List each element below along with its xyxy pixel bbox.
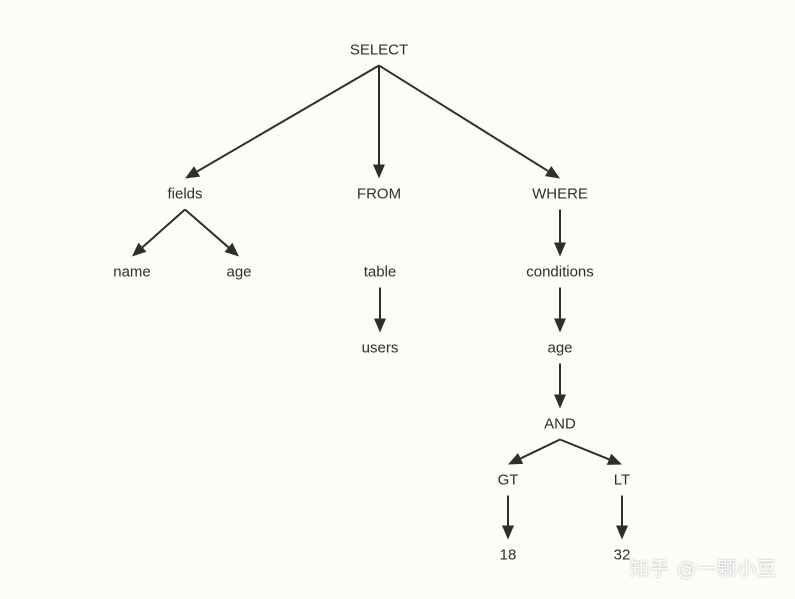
arrowhead-icon [554,242,566,257]
node-conditions: conditions [526,263,594,281]
edge-lt-to-v32 [616,495,628,540]
arrowhead-icon [616,525,628,540]
arrowhead-icon [554,318,566,333]
edge-where-to-conditions [554,209,566,257]
node-age-field: age [226,263,252,281]
node-lt: LT [613,471,631,489]
arrowhead-icon [544,165,560,179]
edge-and-to-gt [508,438,561,465]
node-table: table [363,263,397,281]
edge-and-to-lt [559,438,622,465]
edge-line [196,64,380,173]
arrowhead-icon [554,394,566,409]
arrowhead-icon [502,525,514,540]
node-fields: fields [167,185,203,203]
arrowhead-icon [508,453,524,465]
arrowhead-icon [185,166,201,179]
edge-select-to-where [378,64,560,179]
node-from: FROM [356,185,402,203]
node-users: users [361,339,399,357]
arrowhead-icon [374,318,386,333]
node-value-18: 18 [499,546,517,564]
arrowhead-icon [132,242,147,257]
node-name: name [113,263,151,281]
edge-line [520,438,561,460]
edge-table-to-users [374,287,386,333]
arrowhead-icon [373,164,385,179]
node-where: WHERE [532,185,588,203]
edge-fields-to-name [132,208,186,257]
arrowhead-icon [606,453,622,465]
edge-select-to-from [373,65,385,179]
edge-fields-to-age_field [184,208,239,257]
edge-gt-to-v18 [502,495,514,540]
edge-line [378,64,549,172]
edge-line [141,208,186,248]
edge-select-to-fields [185,64,380,179]
node-and: AND [544,415,576,433]
arrowhead-icon [224,242,239,257]
edge-line [559,438,610,461]
node-select: SELECT [349,41,409,59]
edge-age_cond-to-and [554,363,566,409]
node-value-32: 32 [613,546,631,564]
watermark: 知乎 @一颗小豆 [629,558,777,580]
node-gt: GT [497,471,519,489]
edge-conditions-to-age_cond [554,287,566,333]
edge-line [184,208,230,249]
node-age-cond: age [547,339,573,357]
